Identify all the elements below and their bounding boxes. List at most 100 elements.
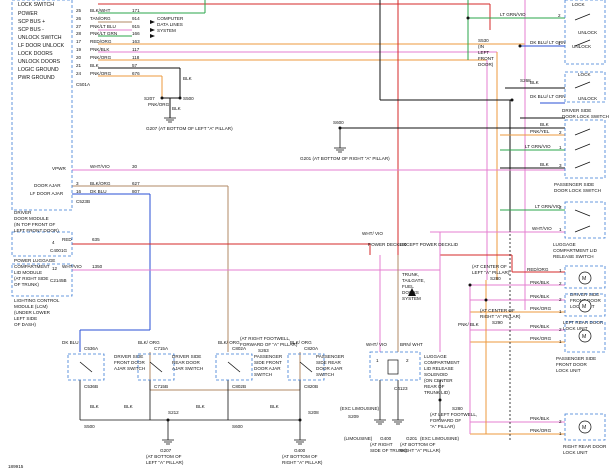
connector: C536B — [84, 384, 98, 389]
label-unlock: UNLOCK — [572, 44, 592, 49]
wire-color: BLK/ORG — [90, 181, 111, 186]
luggage-module-box — [11, 231, 73, 257]
connector: C715A — [154, 346, 169, 351]
pin: 2 — [558, 13, 561, 18]
pin: 4 — [52, 240, 55, 245]
wire-color: BLK/WHT — [90, 8, 111, 13]
pin: 2 — [559, 205, 562, 210]
driver-door-lock-switch: LOCK UNLOCK 2 1 LT GRN/VIO DK BLU/ LT GR… — [466, 0, 609, 119]
driver-module-wire-colors: BLK/WHT TAN/ORG PNK/LT BLU PNK/LT GRN RE… — [90, 8, 117, 76]
wire-color: LT GRN/VIO — [500, 12, 526, 17]
circuit-number: 676 — [132, 71, 140, 76]
label-lock: LOCK — [572, 2, 585, 7]
ground-splice-s600: S600 G201 (AT BOTTOM OF RIGHT "A" PILLAR… — [300, 120, 390, 161]
wire-color: PNK/BLK — [530, 294, 550, 299]
right-wires — [72, 17, 565, 435]
splice-s209: S209 — [348, 414, 359, 419]
pin: 2 — [559, 327, 562, 332]
wire-color: PNK/LT GRN — [90, 31, 117, 36]
pin: 3 — [76, 181, 79, 186]
label-scp-plus: SCP BUS + — [18, 19, 45, 25]
wire-color: BRN/ WHT — [400, 342, 423, 347]
label-logic-ground: LOGIC GROUND — [18, 67, 59, 73]
label-vpwr: VPWR — [52, 166, 66, 171]
motor-icon: M — [582, 334, 586, 340]
pin: 2 — [559, 419, 562, 424]
circuit-number: 914 — [132, 16, 140, 21]
connector: C536A — [84, 346, 99, 351]
circuit-number: 117 — [132, 47, 140, 52]
note-exc-limousine: (EXC LIMOUSINE) — [420, 436, 460, 441]
motor-icon: M — [582, 425, 586, 431]
wire-blk: BLK — [172, 106, 182, 111]
driver-door-module-box — [11, 0, 73, 211]
pin: 1 — [559, 268, 562, 273]
passenger-door-lock-switch: PNK/YEL BLK LT GRN/VIO BLK 2 1 3 PASSENG… — [525, 119, 606, 193]
ground-wires — [79, 128, 511, 440]
pin: 1 — [559, 309, 562, 314]
wire-color: WHT/VIO — [532, 226, 552, 231]
wire-color: PNK/BLK — [530, 416, 550, 421]
wire-blk: BLK — [90, 404, 100, 409]
wire-color: WHT/VIO — [90, 164, 110, 169]
circuit-number: 30 — [132, 164, 138, 169]
wire-pnk-org: PNK/ORG — [148, 102, 170, 107]
pin: 12 — [52, 266, 58, 271]
label-power: POWER — [18, 11, 38, 17]
wire-color: PNK/BLK — [90, 47, 110, 52]
wire-color: PNK/ORG — [90, 71, 112, 76]
wire-blk: BLK — [183, 76, 193, 81]
label-lf-unlock: LF DOOR UNLOCK — [18, 43, 65, 49]
circuit-number: 171 — [132, 8, 140, 13]
wire-color: PNK/ORG — [530, 428, 552, 433]
pin: 1 — [558, 41, 561, 46]
lighting-module-box — [11, 263, 73, 297]
pin: 16 — [76, 189, 82, 194]
wire-color: RED/ORG — [90, 39, 112, 44]
circuit-number: 635 — [92, 237, 100, 242]
label-except-decklid: EXCEPT POWER DECKLID — [400, 242, 459, 247]
motor-icon: M — [582, 276, 586, 282]
pin: 26 — [76, 16, 82, 21]
wire-color: TAN/ORG — [90, 16, 111, 21]
connector: C802A — [232, 346, 247, 351]
wire-color: LT GRN/VIO — [535, 204, 561, 209]
circuit-number: 915 — [132, 24, 140, 29]
wire-color: WHT/VIO — [62, 264, 82, 269]
wire-color: PNK/ BLK — [458, 322, 480, 327]
circuit-number: 1350 — [92, 264, 103, 269]
wire-color: BLK — [540, 162, 550, 167]
wire-color: PNK/YEL — [530, 129, 550, 134]
label-power-decklid: POWER DECKLID — [368, 242, 407, 247]
connector-c523b: C523B — [76, 199, 90, 204]
driver-module-circuits: 171 914 915 166 163 117 118 57 676 — [132, 8, 140, 76]
circuit-number: 118 — [132, 55, 140, 60]
figure-id: 189915 — [8, 464, 24, 469]
circuit-number: 57 — [132, 63, 138, 68]
pin: 25 — [76, 8, 82, 13]
label-unlock-switch: UNLOCK SWITCH — [18, 35, 62, 41]
connector: C802B — [232, 384, 246, 389]
pin: 24 — [76, 71, 82, 76]
label-door-ajar: DOOR AJAR — [34, 183, 61, 188]
label-scp-minus: SCP BUS - — [18, 27, 44, 33]
connector-c2145b: C2145B — [50, 278, 67, 283]
pin: 2 — [559, 297, 562, 302]
connector: C820B — [304, 384, 318, 389]
